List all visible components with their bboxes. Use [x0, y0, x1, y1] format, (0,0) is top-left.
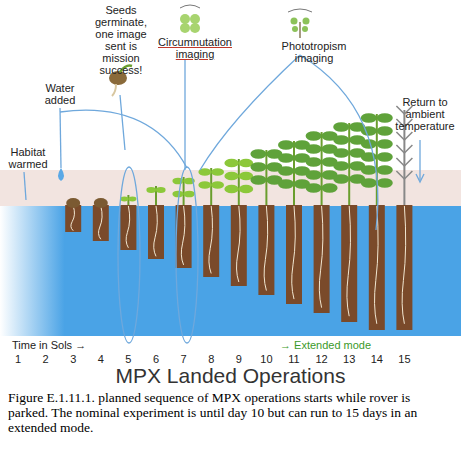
callout-text: Habitat warmed: [2, 146, 54, 170]
callout-text: Seeds germinate, one image sent is missi…: [88, 4, 154, 76]
axis-label: Time in Sols →: [12, 339, 122, 351]
callout-text: Phototropism imaging: [262, 40, 366, 64]
sol-number: 10: [256, 353, 276, 365]
sol-number: 6: [146, 353, 166, 365]
sol-number: 13: [339, 353, 359, 365]
axis-label: → Extended mode: [280, 339, 390, 351]
sol-number: 14: [367, 353, 387, 365]
sol-number: 11: [284, 353, 304, 365]
figure-caption: Figure E.1.11.1. planned sequence of MPX…: [8, 390, 448, 435]
sol-number: 7: [174, 353, 194, 365]
sol-number: 15: [394, 353, 414, 365]
sol-number: 12: [312, 353, 332, 365]
sol-number: 2: [36, 353, 56, 365]
sol-number: 4: [91, 353, 111, 365]
sol-number: 5: [118, 353, 138, 365]
callout-text: Return to ambient temperature: [392, 96, 458, 132]
diagram-title: MPX Landed Operations: [20, 364, 441, 388]
sol-number: 1: [8, 353, 28, 365]
sol-number: 8: [201, 353, 221, 365]
callout-text: Water added: [36, 82, 84, 106]
sol-number: 3: [63, 353, 83, 365]
callout-text: Circumnutation imaging: [148, 36, 242, 60]
sol-number: 9: [229, 353, 249, 365]
